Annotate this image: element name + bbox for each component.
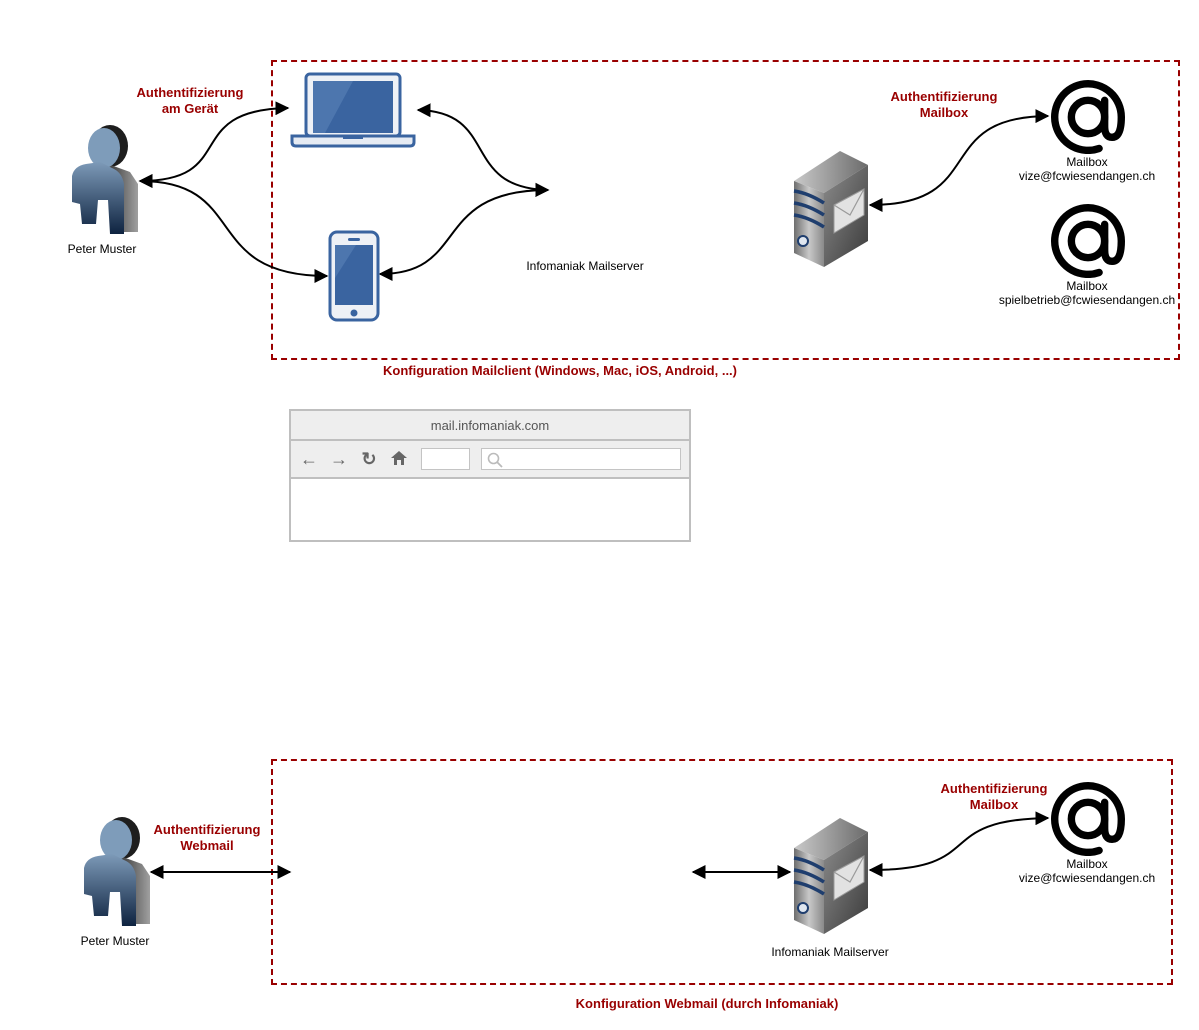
laptop-icon	[290, 72, 416, 148]
mailbox-vize-webmail: Mailbox vize@fcwiesendangen.ch	[1018, 857, 1156, 885]
connector-user-laptop	[138, 101, 290, 188]
user-icon	[68, 120, 138, 238]
auth-mailbox-label: Authentifizierung Mailbox	[890, 89, 998, 120]
server-name: Infomaniak Mailserver	[526, 259, 644, 273]
browser-url: mail.infomaniak.com	[291, 411, 689, 441]
mail-server-icon	[790, 812, 870, 934]
auth-mailbox-label-webmail: Authentifizierung Mailbox	[940, 781, 1048, 812]
mailbox-spielbetrieb: Mailbox spielbetrieb@fcwiesendangen.ch	[998, 279, 1176, 307]
browser-window: mail.infomaniak.com ← → ↻	[289, 409, 691, 542]
mailclient-group-label: Konfiguration Mailclient (Windows, Mac, …	[382, 363, 737, 378]
search-input[interactable]	[481, 448, 681, 470]
reload-icon[interactable]: ↻	[361, 449, 377, 469]
auth-device-label: Authentifizierung am Gerät	[136, 85, 244, 116]
back-arrow-icon[interactable]: ←	[300, 449, 318, 469]
user-name-webmail: Peter Muster	[80, 934, 150, 948]
forward-arrow-icon[interactable]: →	[330, 449, 348, 469]
at-sign-icon	[1050, 782, 1126, 856]
at-sign-icon	[1050, 80, 1126, 154]
home-icon[interactable]	[389, 449, 409, 469]
server-name-webmail: Infomaniak Mailserver	[771, 945, 889, 959]
address-input[interactable]	[421, 448, 470, 470]
browser-toolbar: ← → ↻	[291, 441, 689, 479]
mailbox-vize: Mailbox vize@fcwiesendangen.ch	[1018, 155, 1156, 183]
webmail-group-label: Konfiguration Webmail (durch Infomaniak)	[575, 996, 839, 1011]
user-name: Peter Muster	[67, 242, 137, 256]
auth-webmail-label: Authentifizierung Webmail	[153, 822, 261, 853]
search-icon	[487, 452, 503, 468]
smartphone-icon	[328, 230, 380, 322]
mail-server-icon	[790, 145, 870, 267]
at-sign-icon	[1050, 204, 1126, 278]
